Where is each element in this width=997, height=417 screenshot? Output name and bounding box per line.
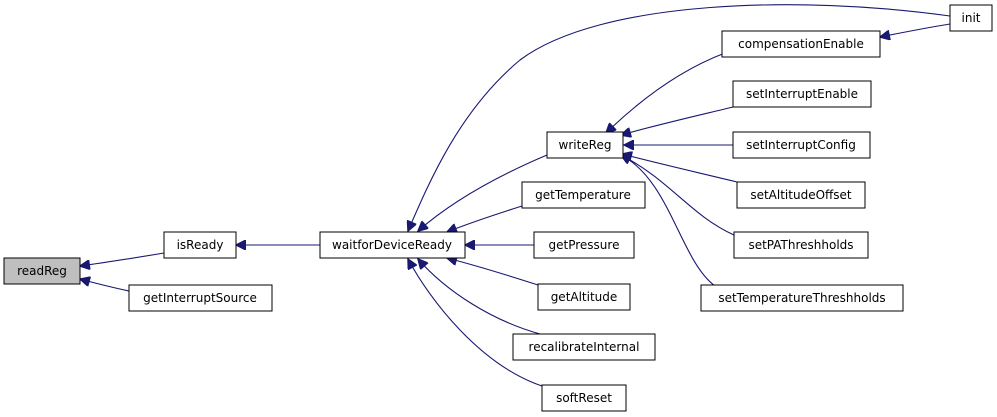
node-softReset[interactable]: softReset xyxy=(541,384,627,412)
node-compensationEnable-label: compensationEnable xyxy=(738,37,864,51)
node-init-label: init xyxy=(962,11,981,25)
node-recalibrateInternal[interactable]: recalibrateInternal xyxy=(512,333,656,361)
node-readReg[interactable]: readReg xyxy=(3,257,81,285)
node-compensationEnable[interactable]: compensationEnable xyxy=(721,30,881,58)
node-getTemperature[interactable]: getTemperature xyxy=(521,181,646,209)
node-setPAThreshholds[interactable]: setPAThreshholds xyxy=(733,231,869,259)
node-getInterruptSource-label: getInterruptSource xyxy=(143,291,257,305)
edge-init-waitforDeviceReady xyxy=(408,4,951,231)
node-setInterruptEnable[interactable]: setInterruptEnable xyxy=(732,80,872,108)
node-getPressure-label: getPressure xyxy=(549,238,620,252)
node-setAltitudeOffset-label: setAltitudeOffset xyxy=(750,188,852,202)
node-setInterruptConfig[interactable]: setInterruptConfig xyxy=(732,131,871,159)
edge-setAltitudeOffset-writeReg xyxy=(622,154,738,183)
edge-getAltitude-waitforDeviceReady xyxy=(447,258,539,286)
node-writeReg-label: writeReg xyxy=(559,138,612,152)
edge-getTemperature-waitforDeviceReady xyxy=(447,205,523,232)
node-recalibrateInternal-label: recalibrateInternal xyxy=(529,340,640,354)
edge-recalibrateInternal-waitforDeviceReady xyxy=(418,259,541,335)
node-setPAThreshholds-label: setPAThreshholds xyxy=(748,238,853,252)
node-setTemperatureThreshholds[interactable]: setTemperatureThreshholds xyxy=(700,284,904,312)
node-isReady[interactable]: isReady xyxy=(163,231,237,259)
edge-setPAThreshholds-writeReg xyxy=(621,155,735,236)
node-setInterruptConfig-label: setInterruptConfig xyxy=(746,138,856,152)
node-readReg-label: readReg xyxy=(17,264,67,278)
node-getPressure[interactable]: getPressure xyxy=(533,231,635,259)
node-waitforDeviceReady[interactable]: waitforDeviceReady xyxy=(319,231,466,259)
edge-compensationEnable-writeReg xyxy=(606,52,726,133)
node-init[interactable]: init xyxy=(949,4,993,32)
node-getInterruptSource[interactable]: getInterruptSource xyxy=(128,284,273,312)
edge-softReset-waitforDeviceReady xyxy=(408,259,543,387)
node-writeReg[interactable]: writeReg xyxy=(546,131,624,159)
node-setTemperatureThreshholds-label: setTemperatureThreshholds xyxy=(718,291,885,305)
edge-writeReg-waitforDeviceReady xyxy=(418,154,548,231)
node-setAltitudeOffset[interactable]: setAltitudeOffset xyxy=(736,181,866,209)
node-isReady-label: isReady xyxy=(177,238,224,252)
edge-init-compensationEnable xyxy=(880,23,951,37)
edge-isReady-readReg xyxy=(80,252,165,266)
node-softReset-label: softReset xyxy=(556,391,612,405)
node-getAltitude-label: getAltitude xyxy=(551,290,618,304)
node-getAltitude[interactable]: getAltitude xyxy=(537,283,631,311)
edge-setTemperatureThreshholds-writeReg xyxy=(621,155,716,287)
node-getTemperature-label: getTemperature xyxy=(535,188,631,202)
node-setInterruptEnable-label: setInterruptEnable xyxy=(746,87,858,101)
edge-getInterruptSource-readReg xyxy=(80,279,130,292)
edge-setInterruptEnable-writeReg xyxy=(621,106,734,135)
node-waitforDeviceReady-label: waitforDeviceReady xyxy=(332,238,452,252)
